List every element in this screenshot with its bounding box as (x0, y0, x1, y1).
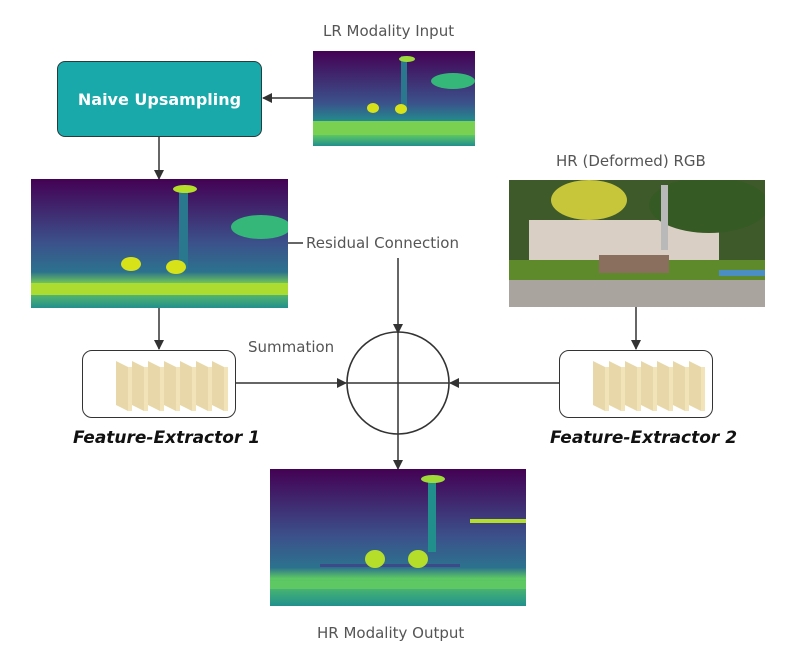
hr-deformed-rgb-image (509, 180, 765, 307)
feature-layer (148, 361, 164, 411)
feature-extractor-1-box (82, 350, 236, 418)
lr-modality-input-image (313, 51, 475, 146)
hr-output-label: HR Modality Output (317, 624, 465, 642)
naive-upsampling-box: Naive Upsampling (57, 61, 262, 137)
feature-layer (212, 361, 228, 411)
summation-label: Summation (248, 338, 335, 356)
feature-layer (132, 361, 148, 411)
feature-layer (641, 361, 657, 411)
feature-layer (116, 361, 132, 411)
hr-rgb-label: HR (Deformed) RGB (556, 152, 706, 170)
feature-layer (609, 361, 625, 411)
residual-connection-label: Residual Connection (306, 234, 459, 252)
feature-layer (180, 361, 196, 411)
feature-layer (196, 361, 212, 411)
feature-layer (593, 361, 609, 411)
hr-modality-output-image (270, 469, 526, 606)
feature-layer (657, 361, 673, 411)
feature-extractor-2-label: Feature-Extractor 2 (550, 428, 738, 448)
summation-node (346, 331, 450, 435)
lr-input-label: LR Modality Input (323, 22, 455, 40)
feature-layer (625, 361, 641, 411)
feature-extractor-2-box (559, 350, 713, 418)
feature-extractor-1-label: Feature-Extractor 1 (73, 428, 261, 448)
feature-layer (673, 361, 689, 411)
feature-layers-icon (593, 361, 705, 411)
feature-layer (164, 361, 180, 411)
feature-layer (689, 361, 705, 411)
upsampled-modality-image (31, 179, 288, 308)
feature-layers-icon (116, 361, 228, 411)
